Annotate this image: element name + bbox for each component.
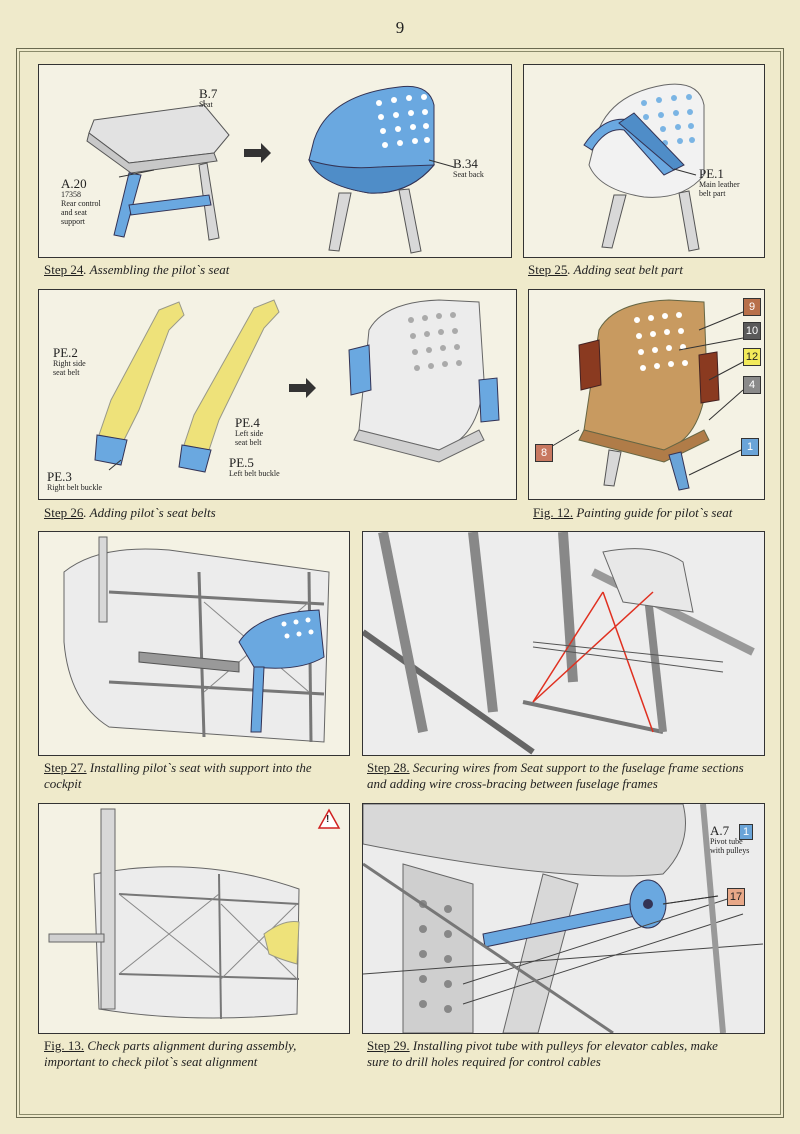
fig13-caption: Fig. 13. Check parts alignment during as… xyxy=(44,1038,296,1070)
label-pe1: PE.1 xyxy=(699,166,724,181)
step27-caption: Step 27. Installing pilot`s seat with su… xyxy=(44,760,312,792)
step26-text: . Adding pilot`s seat belts xyxy=(83,505,216,520)
step24-number: Step 24 xyxy=(44,262,84,277)
fig12-text: Painting guide for pilot`s seat xyxy=(573,505,733,520)
step25-text: . Adding seat belt part xyxy=(567,262,684,277)
badge-10: 10 xyxy=(743,322,761,340)
step26-caption: Step 26. Adding pilot`s seat belts xyxy=(44,505,216,521)
fig13-illustration xyxy=(48,808,341,1020)
label-a20: A.20 xyxy=(61,176,87,191)
label-pe2-desc1: Right side xyxy=(53,359,86,368)
step28-text-line2: and adding wire cross-bracing between fu… xyxy=(367,776,658,791)
fig12-illustration xyxy=(548,299,744,491)
step25-panel: PE.1 Main leather belt part xyxy=(523,64,765,258)
label-pe5: PE.5 xyxy=(229,455,254,470)
step28-panel xyxy=(362,531,765,756)
label-a7-desc1: Pivot tube xyxy=(710,837,743,846)
label-a20-desc1: 17358 xyxy=(61,190,81,199)
fig13-panel: ! xyxy=(38,803,350,1034)
step25-caption: Step 25. Adding seat belt part xyxy=(528,262,683,278)
label-b7: B.7 xyxy=(199,86,218,101)
label-pe4-desc2: seat belt xyxy=(235,438,262,447)
badge-12: 12 xyxy=(743,348,761,366)
step26-number: Step 26 xyxy=(44,505,84,520)
fig12-panel: 9 10 12 4 8 1 xyxy=(528,289,765,500)
badge-1: 1 xyxy=(741,438,759,456)
step29-illustration xyxy=(363,804,764,1033)
label-b7-desc: Seat xyxy=(199,100,213,109)
step26-illustration xyxy=(94,299,500,473)
step28-illustration xyxy=(363,532,764,755)
step27-illustration xyxy=(63,536,330,743)
label-pe3: PE.3 xyxy=(47,469,72,484)
page-frame xyxy=(16,48,784,1118)
step24-illustration xyxy=(86,85,455,254)
badge-8: 8 xyxy=(535,444,553,462)
page-number: 9 xyxy=(395,18,405,37)
step29-number: Step 29. xyxy=(367,1038,410,1053)
warning-icon xyxy=(317,808,341,829)
step28-number: Step 28. xyxy=(367,760,410,775)
badge-17: 17 xyxy=(727,888,745,906)
badge-4: 4 xyxy=(743,376,761,394)
label-a20-desc2: Rear control xyxy=(61,199,101,208)
label-pe4: PE.4 xyxy=(235,415,260,430)
fig12-caption: Fig. 12. Painting guide for pilot`s seat xyxy=(533,505,732,521)
step24-caption: Step 24. Assembling the pilot`s seat xyxy=(44,262,229,278)
step24-text: . Assembling the pilot`s seat xyxy=(83,262,230,277)
step28-caption: Step 28. Securing wires from Seat suppor… xyxy=(367,760,744,792)
label-a20-desc3: and seat xyxy=(61,208,87,217)
step27-panel xyxy=(38,531,350,756)
label-pe3-desc: Right belt buckle xyxy=(47,483,103,492)
label-a20-desc4: support xyxy=(61,217,85,226)
step29-text-line1: Installing pivot tube with pulleys for e… xyxy=(409,1038,718,1053)
label-pe5-desc: Left belt buckle xyxy=(229,469,280,478)
label-pe2-desc2: seat belt xyxy=(53,368,80,377)
badge-a7-1: 1 xyxy=(739,824,753,840)
step27-number: Step 27. xyxy=(44,760,87,775)
label-pe2: PE.2 xyxy=(53,345,78,360)
step27-text-line1: Installing pilot`s seat with support int… xyxy=(86,760,312,775)
step29-panel: A.7 Pivot tube with pulleys 1 17 xyxy=(362,803,765,1034)
fig13-number: Fig. 13. xyxy=(44,1038,85,1053)
label-b34-desc: Seat back xyxy=(453,170,484,179)
step29-caption: Step 29. Installing pivot tube with pull… xyxy=(367,1038,718,1070)
label-pe1-desc2: belt part xyxy=(699,189,726,198)
fig12-number: Fig. 12. xyxy=(533,505,574,520)
label-b34: B.34 xyxy=(453,156,478,171)
fig13-text-line1: Check parts alignment during assembly, xyxy=(84,1038,297,1053)
warning-mark: ! xyxy=(326,814,330,825)
step28-text-line1: Securing wires from Seat support to the … xyxy=(409,760,744,775)
label-pe4-desc1: Left side xyxy=(235,429,264,438)
label-a7: A.7 xyxy=(710,823,730,838)
step29-text-line2: sure to drill holes required for control… xyxy=(367,1054,601,1069)
badge-9: 9 xyxy=(743,298,761,316)
label-pe1-desc1: Main leather xyxy=(699,180,740,189)
step25-number: Step 25 xyxy=(528,262,568,277)
step25-illustration xyxy=(583,83,705,252)
label-a7-desc2: with pulleys xyxy=(710,846,750,855)
step27-text-line2: cockpit xyxy=(44,776,82,791)
fig13-text-line2: important to check pilot`s seat alignmen… xyxy=(44,1054,258,1069)
